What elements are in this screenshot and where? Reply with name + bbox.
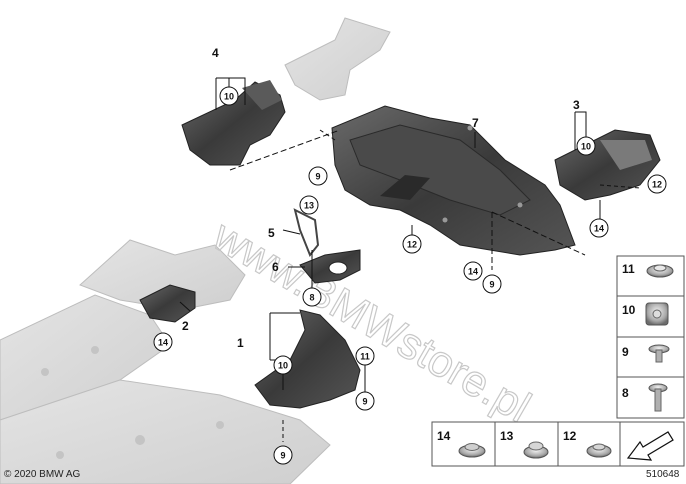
callout-1: 1 <box>237 336 244 350</box>
part-2-shield <box>139 284 196 323</box>
direction-arrow-icon <box>626 431 674 461</box>
bubble-9-c: 9 <box>362 397 367 407</box>
legend-8-label: 8 <box>622 386 629 400</box>
bubble-9-d: 9 <box>280 451 285 461</box>
callout-4: 4 <box>212 46 219 60</box>
ghost-underbody <box>0 17 391 484</box>
legend-14-nut <box>458 443 486 458</box>
legend-8-bolt <box>648 383 668 412</box>
copyright: © 2020 BMW AG <box>4 469 81 480</box>
legend-10-clip-nut <box>645 302 669 326</box>
bubble-8: 8 <box>309 293 314 303</box>
callout-7: 7 <box>472 116 479 130</box>
bubble-13: 13 <box>304 201 314 211</box>
legend-14-label: 14 <box>437 429 451 443</box>
callout-6: 6 <box>272 260 279 274</box>
bubble-11: 11 <box>360 352 370 362</box>
bubble-9-a: 9 <box>315 172 320 182</box>
legend-12-label: 12 <box>563 429 577 443</box>
bubble-10-b: 10 <box>581 142 591 152</box>
legend-13-label: 13 <box>500 429 514 443</box>
legend-row: 14 13 12 <box>431 421 685 467</box>
bubble-12-a: 12 <box>652 180 662 190</box>
bubbles <box>153 86 667 465</box>
bubble-9-b: 9 <box>489 280 494 290</box>
legend-11-label: 11 <box>622 262 635 276</box>
bubble-12-b: 12 <box>407 240 417 250</box>
legend-10-label: 10 <box>622 303 636 317</box>
part-5-bracket <box>293 208 320 257</box>
callout-5: 5 <box>268 226 275 240</box>
part-4-shield <box>181 80 286 166</box>
callout-2: 2 <box>182 319 189 333</box>
callout-3: 3 <box>573 98 580 112</box>
part-3-shield <box>554 129 661 201</box>
bubble-14-b: 14 <box>468 267 478 277</box>
legend-9-label: 9 <box>622 345 629 359</box>
part-6-cover <box>299 249 361 284</box>
legend-11-clip <box>646 264 674 278</box>
diagram-number: 510648 <box>646 469 680 480</box>
bubble-14-a: 14 <box>594 224 604 234</box>
legend-9-screw <box>648 344 670 363</box>
legend-column: 11 10 9 8 <box>616 255 685 419</box>
bubble-10-a: 10 <box>224 92 234 102</box>
part-1-shield <box>254 309 361 409</box>
bubble-10-c: 10 <box>278 361 288 371</box>
bubble-14-c: 14 <box>158 338 168 348</box>
legend-12-nut <box>586 443 612 458</box>
part-7-underbody-shield <box>331 105 576 256</box>
legend-13-nut <box>523 441 549 459</box>
